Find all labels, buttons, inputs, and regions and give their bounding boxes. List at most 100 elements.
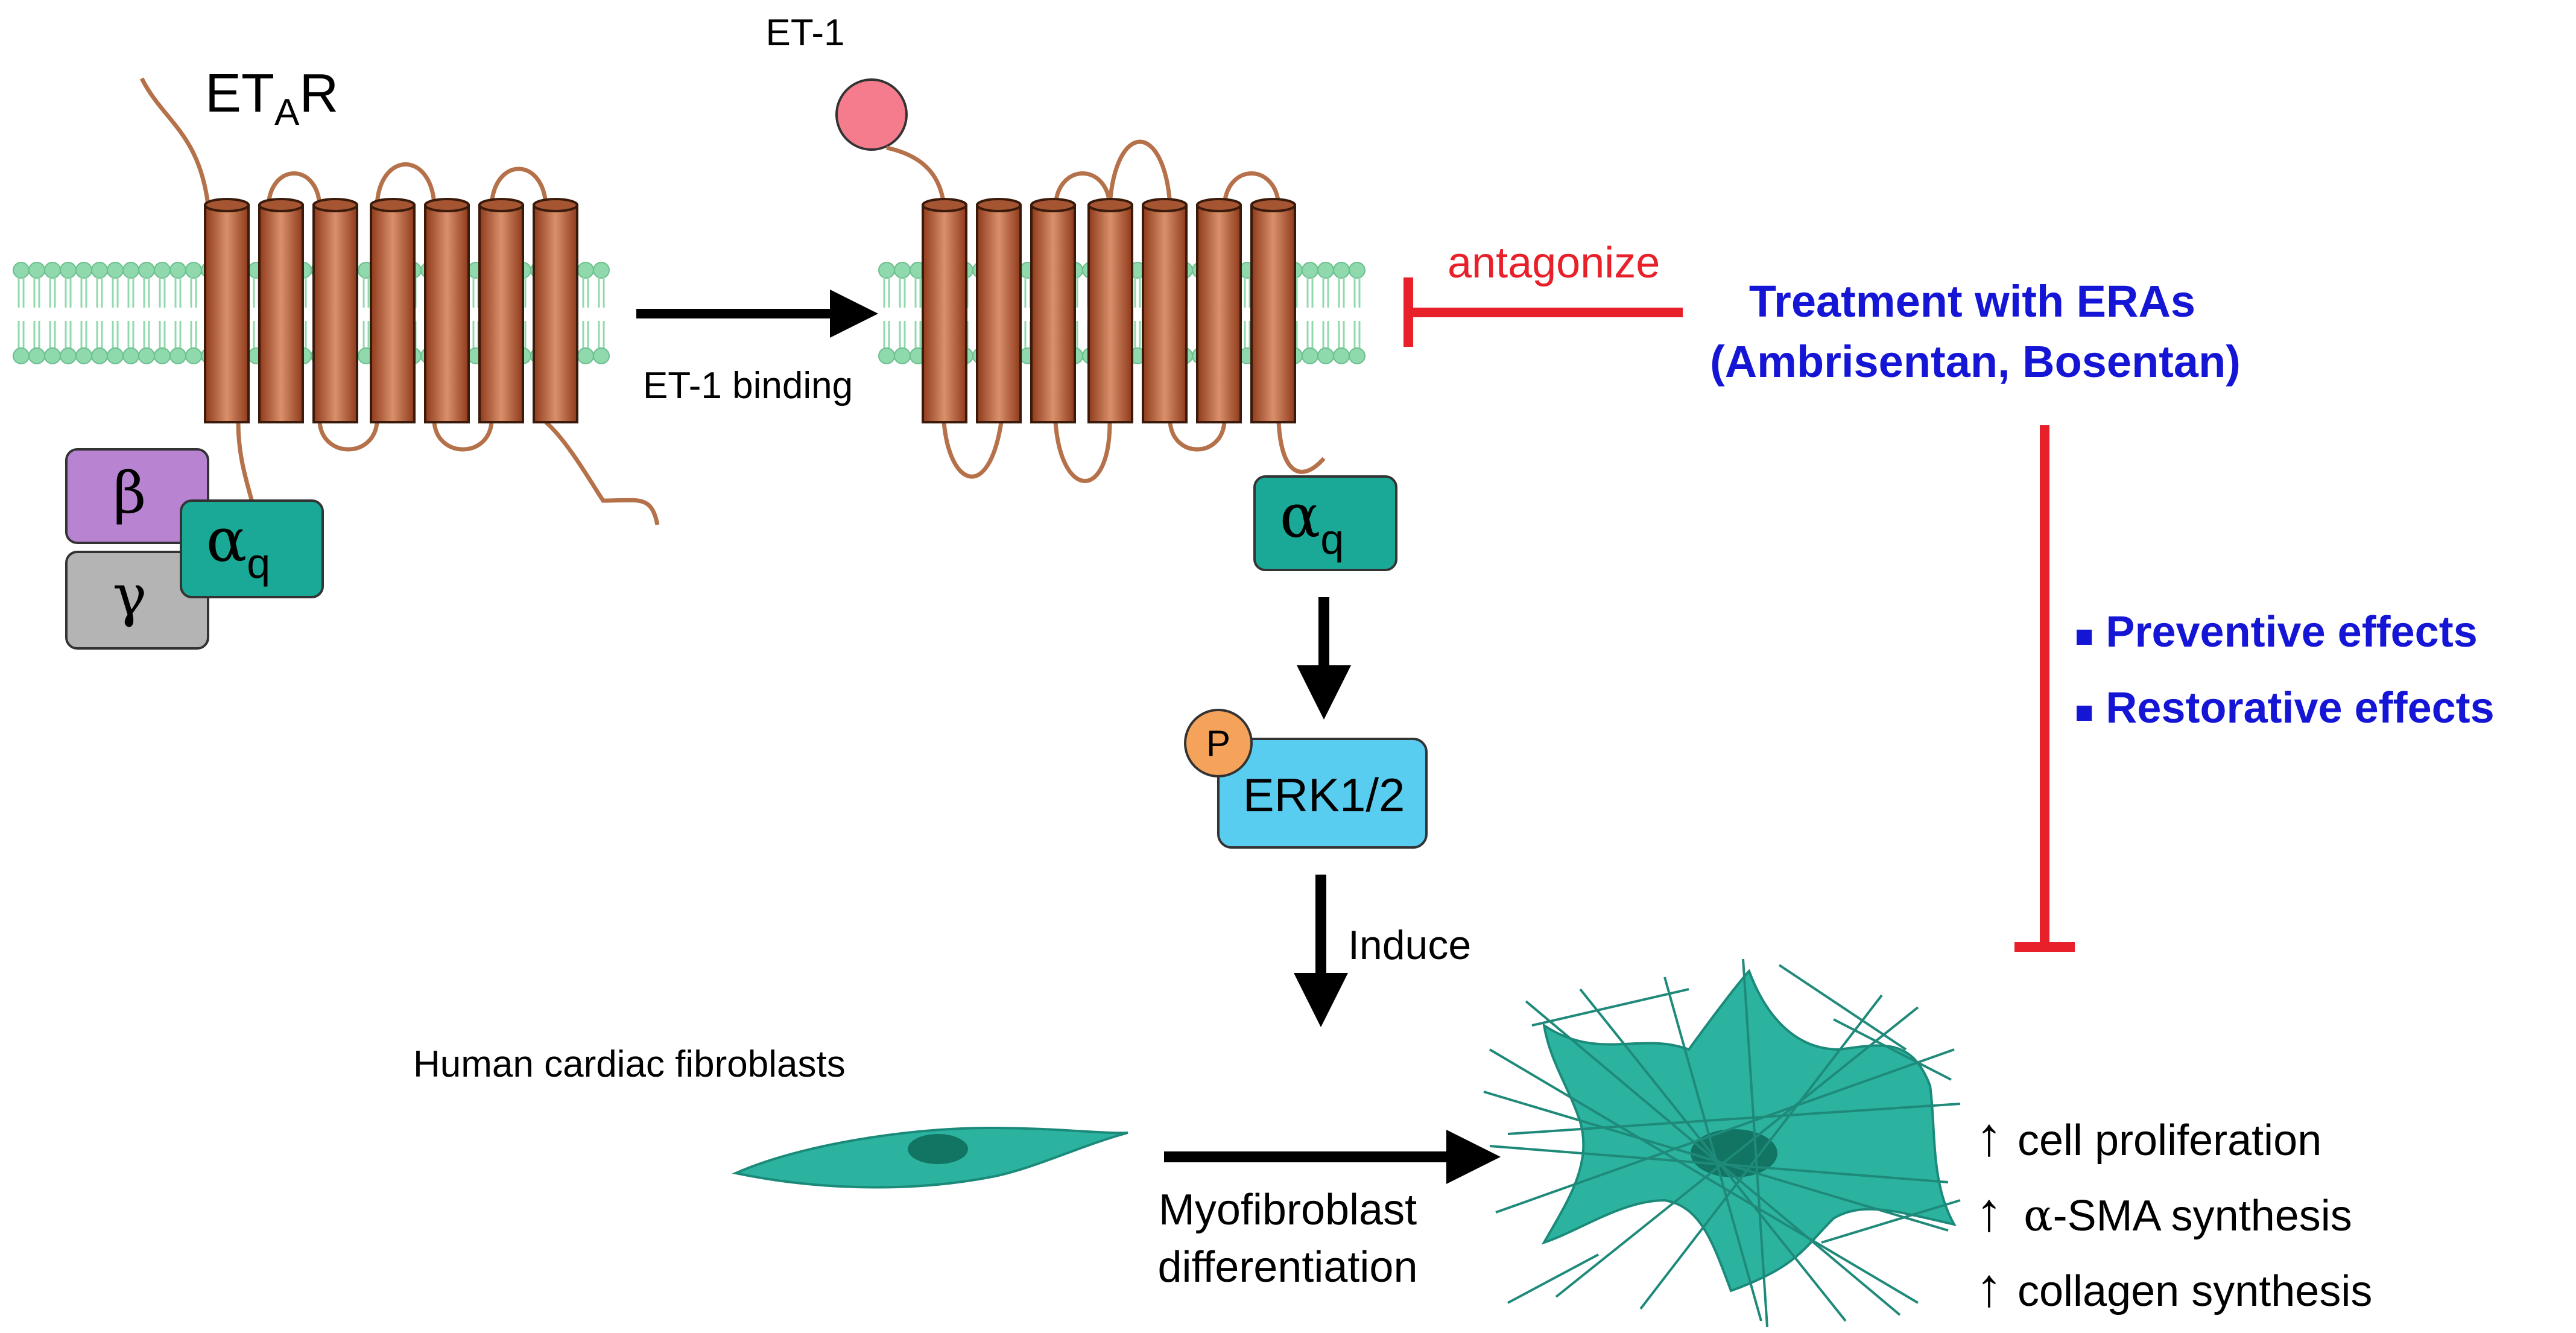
outcome-proliferation: cell proliferation (2017, 1116, 2321, 1165)
lipid-head (107, 347, 124, 364)
lipid-head (577, 347, 594, 364)
lipid-head (1333, 347, 1350, 364)
ligand-label: ET-1 (766, 12, 845, 54)
effect-preventive: ■Preventive effects (2075, 608, 2478, 656)
lipid-head (593, 347, 610, 364)
stress-fiber (1507, 1103, 1961, 1135)
helix-cap (533, 198, 578, 212)
transmembrane-helix (312, 204, 358, 423)
treatment-line2: (Ambrisentan, Bosentan) (1710, 337, 2241, 387)
myo-line1: Myofibroblast (1159, 1186, 1417, 1234)
g-gamma-symbol: γ (113, 563, 147, 629)
stress-fiber (1555, 1006, 1919, 1298)
receptor-label: ETAR (205, 63, 338, 133)
transmembrane-helix (1030, 204, 1076, 423)
lipid-head (154, 262, 171, 279)
g-alpha-box-free (1253, 475, 1397, 571)
helix-cap (204, 198, 250, 212)
lipid-head (1349, 262, 1366, 279)
myofibroblast-cell (1483, 958, 1961, 1328)
stress-fiber (1833, 1018, 1952, 1081)
g-alpha-box-bound (180, 499, 324, 598)
g-protein-trimer: β γ αq (65, 448, 324, 650)
helix-cap (1087, 198, 1133, 212)
lipid-head (1317, 262, 1334, 279)
lipid-head (28, 262, 45, 279)
lipid-head (44, 347, 61, 364)
transmembrane-helix (478, 204, 524, 423)
lipid-head (75, 262, 92, 279)
lipid-head (138, 262, 155, 279)
outcome-collagen: collagen synthesis (2017, 1267, 2372, 1316)
lipid-head (894, 347, 911, 364)
helix-cap (1196, 198, 1242, 212)
lipid-head (185, 262, 202, 279)
treatment-line1: Treatment with ERAs (1749, 276, 2195, 326)
effect-restorative: ■Restorative effects (2075, 684, 2495, 732)
up-arrow-1: ↑ (1976, 1107, 2003, 1167)
receptor-unbound (139, 77, 660, 525)
phospho-label: P (1206, 723, 1230, 764)
transmembrane-helix (1142, 204, 1188, 423)
helix-cap (922, 198, 967, 212)
helix-cap (1142, 198, 1188, 212)
stress-fiber (1663, 977, 1762, 1322)
transmembrane-helix (976, 204, 1022, 423)
up-arrow-3: ↑ (1976, 1258, 2003, 1318)
lipid-head (878, 347, 895, 364)
lipid-head (154, 347, 171, 364)
transmembrane-helix (1250, 204, 1296, 423)
receptor-loops-top-bound (1053, 139, 1281, 206)
fibroblast-nucleus (908, 1134, 968, 1164)
lipid-head (169, 347, 186, 364)
helix-cap (424, 198, 470, 212)
binding-label: ET-1 binding (643, 365, 853, 407)
fibroblast-label: Human cardiac fibroblasts (413, 1043, 846, 1085)
stress-fiber (1639, 994, 1883, 1310)
receptor-loops-bottom (317, 420, 660, 525)
lipid-head (1333, 262, 1350, 279)
g-beta-symbol: β (113, 460, 147, 527)
erk-label: ERK1/2 (1243, 768, 1405, 822)
myo-line2: differentiation (1158, 1243, 1418, 1291)
outcome-asma: α-SMA synthesis (2024, 1190, 2352, 1241)
lipid-head (91, 347, 108, 364)
antagonize-label: antagonize (1448, 239, 1660, 287)
lipid-head (894, 262, 911, 279)
phospho-circle (1184, 709, 1253, 777)
helix-cap (370, 198, 416, 212)
lipid-head (60, 347, 77, 364)
lipid-head (593, 262, 610, 279)
transmembrane-helix (1196, 204, 1242, 423)
stress-fiber (1821, 1199, 1961, 1244)
helix-cap (312, 198, 358, 212)
transmembrane-helix (204, 204, 250, 423)
transmembrane-helix (922, 204, 967, 423)
ligand-tether (886, 145, 946, 206)
stress-fiber (1525, 1000, 1901, 1316)
transmembrane-helix (258, 204, 304, 423)
stress-fibers (1483, 958, 1961, 1328)
helix-cap (976, 198, 1022, 212)
helix-cap (1030, 198, 1076, 212)
lipid-head (878, 262, 895, 279)
transmembrane-helix (1087, 204, 1133, 423)
receptor-loops-bottom-bound (941, 422, 1326, 483)
g-alpha-symbol: αq (206, 505, 270, 587)
stress-fiber (1531, 988, 1689, 1027)
receptor-helices-bound (922, 198, 1296, 423)
lipid-head (28, 347, 45, 364)
receptor-nterm-loop (139, 77, 210, 206)
up-arrow-2: ↑ (1976, 1182, 2003, 1243)
lipid-head (44, 262, 61, 279)
lipid-head (1302, 262, 1318, 279)
helix-cap (258, 198, 304, 212)
transmembrane-helix (424, 204, 470, 423)
receptor-cterm-to-galpha (236, 422, 256, 507)
helix-cap (478, 198, 524, 212)
receptor-helices (204, 198, 578, 423)
receptor-loops-top (266, 162, 548, 206)
transmembrane-helix (533, 204, 578, 423)
lipid-head (1302, 347, 1318, 364)
